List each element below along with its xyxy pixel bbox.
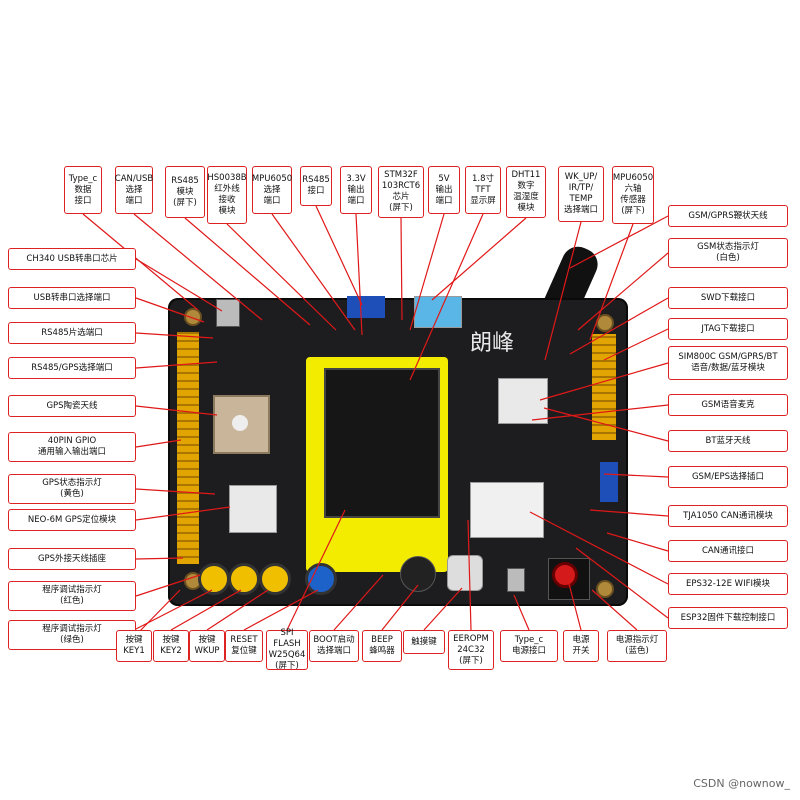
board-logo: 朗峰 — [470, 331, 515, 356]
wkup-button[interactable] — [259, 563, 291, 595]
callout-right-11: EPS32-12E WIFI模块 — [668, 573, 788, 595]
mount-hole — [184, 308, 202, 326]
leader-top-11 — [431, 217, 527, 301]
callout-right-1: GSM/GPRS鞭状天线 — [668, 205, 788, 227]
dht11-sensor — [414, 296, 462, 328]
callout-left-1: CH340 USB转串口芯片 — [8, 248, 136, 270]
key1-button[interactable] — [198, 563, 230, 595]
gps-ceramic-antenna — [213, 395, 270, 454]
callout-bottom-2: 按键 KEY2 — [153, 630, 189, 662]
callout-left-7: GPS状态指示灯 (黄色) — [8, 474, 136, 504]
callout-top-8: STM32F 103RCT6 芯片 (屏下) — [378, 166, 424, 218]
callout-left-8: NEO-6M GPS定位模块 — [8, 509, 136, 531]
power-switch[interactable] — [552, 562, 578, 588]
callout-top-4: HS0038B 红外线 接收 模块 — [207, 166, 247, 224]
callout-top-5: MPU6050 选择 端口 — [252, 166, 292, 214]
callout-bottom-1: 按键 KEY1 — [116, 630, 152, 662]
callout-top-7: 3.3V 输出 端口 — [340, 166, 372, 214]
usb-typec-port — [216, 299, 240, 327]
callout-top-12: WK_UP/ IR/TP/ TEMP 选择端口 — [558, 166, 604, 222]
callout-right-5: SIM800C GSM/GPRS/BT 语音/数据/蓝牙模块 — [668, 346, 788, 380]
callout-right-3: SWD下载接口 — [668, 287, 788, 309]
jtag-header — [592, 334, 616, 440]
callout-right-4: JTAG下载接口 — [668, 318, 788, 340]
mount-hole — [596, 314, 614, 332]
callout-left-10: 程序调试指示灯 (红色) — [8, 581, 136, 611]
key2-button[interactable] — [228, 563, 260, 595]
callout-top-9: 5V 输出 端口 — [428, 166, 460, 214]
callout-bottom-5: SPI FLASH W25Q64 (屏下) — [266, 628, 308, 671]
callout-bottom-11: 电源 开关 — [563, 630, 599, 662]
rs485-terminal — [347, 296, 385, 318]
callout-left-3: RS485片选端口 — [8, 322, 136, 344]
callout-left-4: RS485/GPS选择端口 — [8, 357, 136, 379]
callout-right-6: GSM语音麦克 — [668, 394, 788, 416]
buzzer — [400, 556, 436, 592]
callout-bottom-6: BOOT启动 选择端口 — [309, 630, 359, 662]
callout-right-9: TJA1050 CAN通讯模块 — [668, 505, 788, 527]
callout-bottom-3: 按键 WKUP — [189, 630, 225, 662]
callout-top-13: MPU6050 六轴 传感器 (屏下) — [612, 166, 654, 224]
callout-top-3: RS485 模块 (屏下) — [165, 166, 205, 218]
callout-top-6: RS485 接口 — [300, 166, 332, 206]
callout-bottom-7: BEEP 蜂鸣器 — [362, 630, 402, 662]
callout-left-5: GPS陶瓷天线 — [8, 395, 136, 417]
callout-right-7: BT蓝牙天线 — [668, 430, 788, 452]
callout-right-2: GSM状态指示灯 (白色) — [668, 238, 788, 268]
callout-top-10: 1.8寸 TFT 显示屏 — [465, 166, 501, 214]
can-terminal — [600, 462, 618, 502]
gps-module — [229, 485, 277, 533]
callout-top-2: CAN/USB 选择 端口 — [115, 166, 153, 214]
sim800c-module — [498, 378, 548, 424]
power-typec-port — [507, 568, 525, 592]
callout-left-2: USB转串口选择端口 — [8, 287, 136, 309]
leader-top-6 — [315, 205, 363, 306]
callout-bottom-9: EEROPM 24C32 (屏下) — [448, 630, 494, 670]
callout-bottom-8: 触摸键 — [403, 630, 445, 654]
callout-left-9: GPS外接天线插座 — [8, 548, 136, 570]
watermark: CSDN @nownow_ — [693, 777, 790, 790]
tft-display — [324, 368, 440, 518]
callout-bottom-12: 电源指示灯 (蓝色) — [607, 630, 667, 662]
callout-bottom-4: RESET 复位键 — [225, 630, 263, 662]
callout-right-8: GSM/EPS选择插口 — [668, 466, 788, 488]
callout-left-6: 40PIN GPIO 通用输入输出端口 — [8, 432, 136, 462]
esp32-module — [470, 482, 544, 538]
callout-right-10: CAN通讯接口 — [668, 540, 788, 562]
mount-hole — [596, 580, 614, 598]
callout-top-1: Type_c 数据 接口 — [64, 166, 102, 214]
callout-left-11: 程序调试指示灯 (绿色) — [8, 620, 136, 650]
callout-top-11: DHT11 数字 温湿度 模块 — [506, 166, 546, 218]
callout-right-12: ESP32固件下载控制接口 — [668, 607, 788, 629]
gpio-header — [177, 332, 199, 564]
callout-bottom-10: Type_c 电源接口 — [500, 630, 558, 662]
touch-key[interactable] — [447, 555, 483, 591]
reset-button[interactable] — [305, 563, 337, 595]
